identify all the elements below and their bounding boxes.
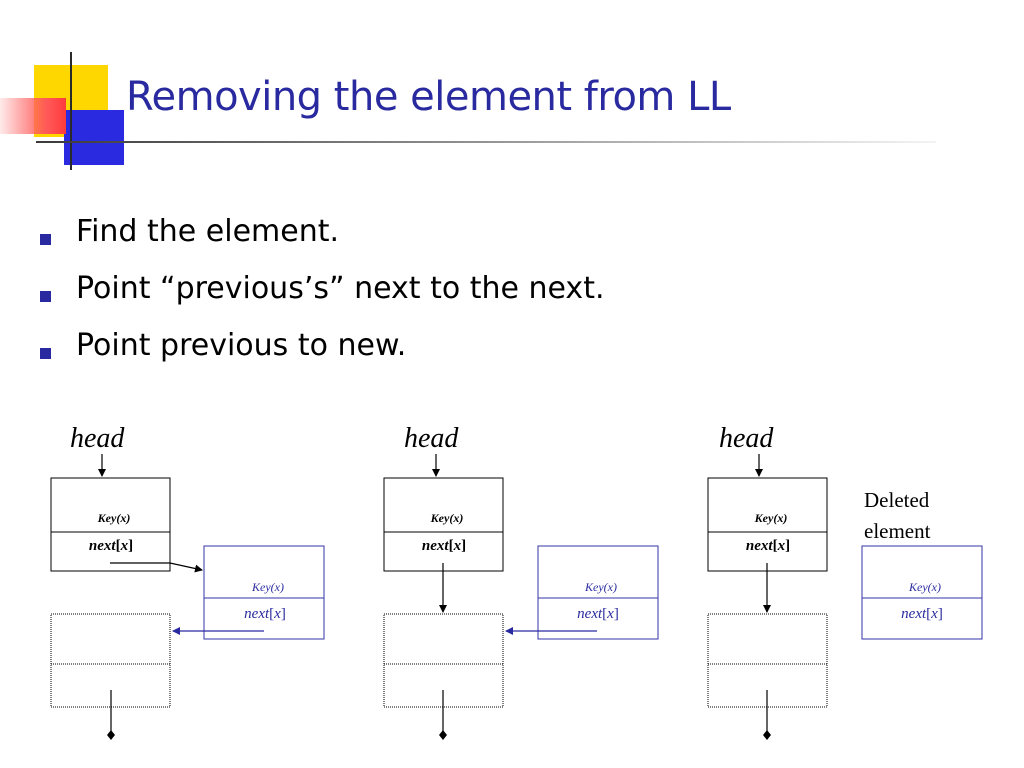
- next-label: next[x]: [244, 606, 286, 622]
- bullet-item: Find the element.: [40, 214, 605, 271]
- deleted-element-label: Deleted: [864, 488, 930, 512]
- title-underline: [36, 141, 936, 143]
- node-deleted-detached: [861, 545, 983, 640]
- panel-3: head Key(x) next[x] Deleted element Key(…: [707, 423, 983, 740]
- key-label: Key(x): [430, 511, 464, 525]
- slide-title: Removing the element from LL: [126, 74, 731, 120]
- deleted-element-label: element: [864, 519, 931, 543]
- next-label: next[x]: [746, 538, 790, 554]
- list-continuation-icon: [439, 730, 447, 740]
- bullet-text: Point previous to new.: [76, 328, 407, 363]
- list-continuation-icon: [763, 730, 771, 740]
- head-label: head: [70, 423, 125, 454]
- head-label: head: [404, 423, 459, 454]
- key-label: Key(x): [584, 580, 617, 594]
- panel-2: head Key(x) next[x] Key(x) next[x]: [383, 423, 659, 740]
- decor-vertical-line: [70, 52, 72, 170]
- bullet-item: Point previous to new.: [40, 328, 605, 385]
- next-label: next[x]: [89, 538, 133, 554]
- bullet-list: Find the element. Point “previous’s” nex…: [40, 214, 605, 385]
- key-label: Key(x): [908, 580, 941, 594]
- panel-1: head Key(x) next[x] Key(x) next[x]: [50, 423, 325, 740]
- bullet-text: Find the element.: [76, 214, 340, 249]
- decor-blue-square: [64, 110, 124, 165]
- bullet-item: Point “previous’s” next to the next.: [40, 271, 605, 328]
- next-label: next[x]: [577, 606, 619, 622]
- bullet-square-icon: [40, 234, 51, 245]
- next-label: next[x]: [422, 538, 466, 554]
- node-deleted: [537, 545, 659, 640]
- decor-red-bar: [0, 98, 66, 134]
- bullet-square-icon: [40, 348, 51, 359]
- key-label: Key(x): [754, 511, 788, 525]
- bullet-square-icon: [40, 291, 51, 302]
- head-label: head: [719, 423, 774, 454]
- next-label: next[x]: [901, 606, 943, 622]
- list-continuation-icon: [107, 730, 115, 740]
- node-deleted: [203, 545, 325, 640]
- bullet-text: Point “previous’s” next to the next.: [76, 271, 605, 306]
- key-label: Key(x): [251, 580, 284, 594]
- key-label: Key(x): [97, 511, 131, 525]
- next-arrow-to-deleted: [110, 562, 203, 573]
- node-previous: [50, 477, 171, 572]
